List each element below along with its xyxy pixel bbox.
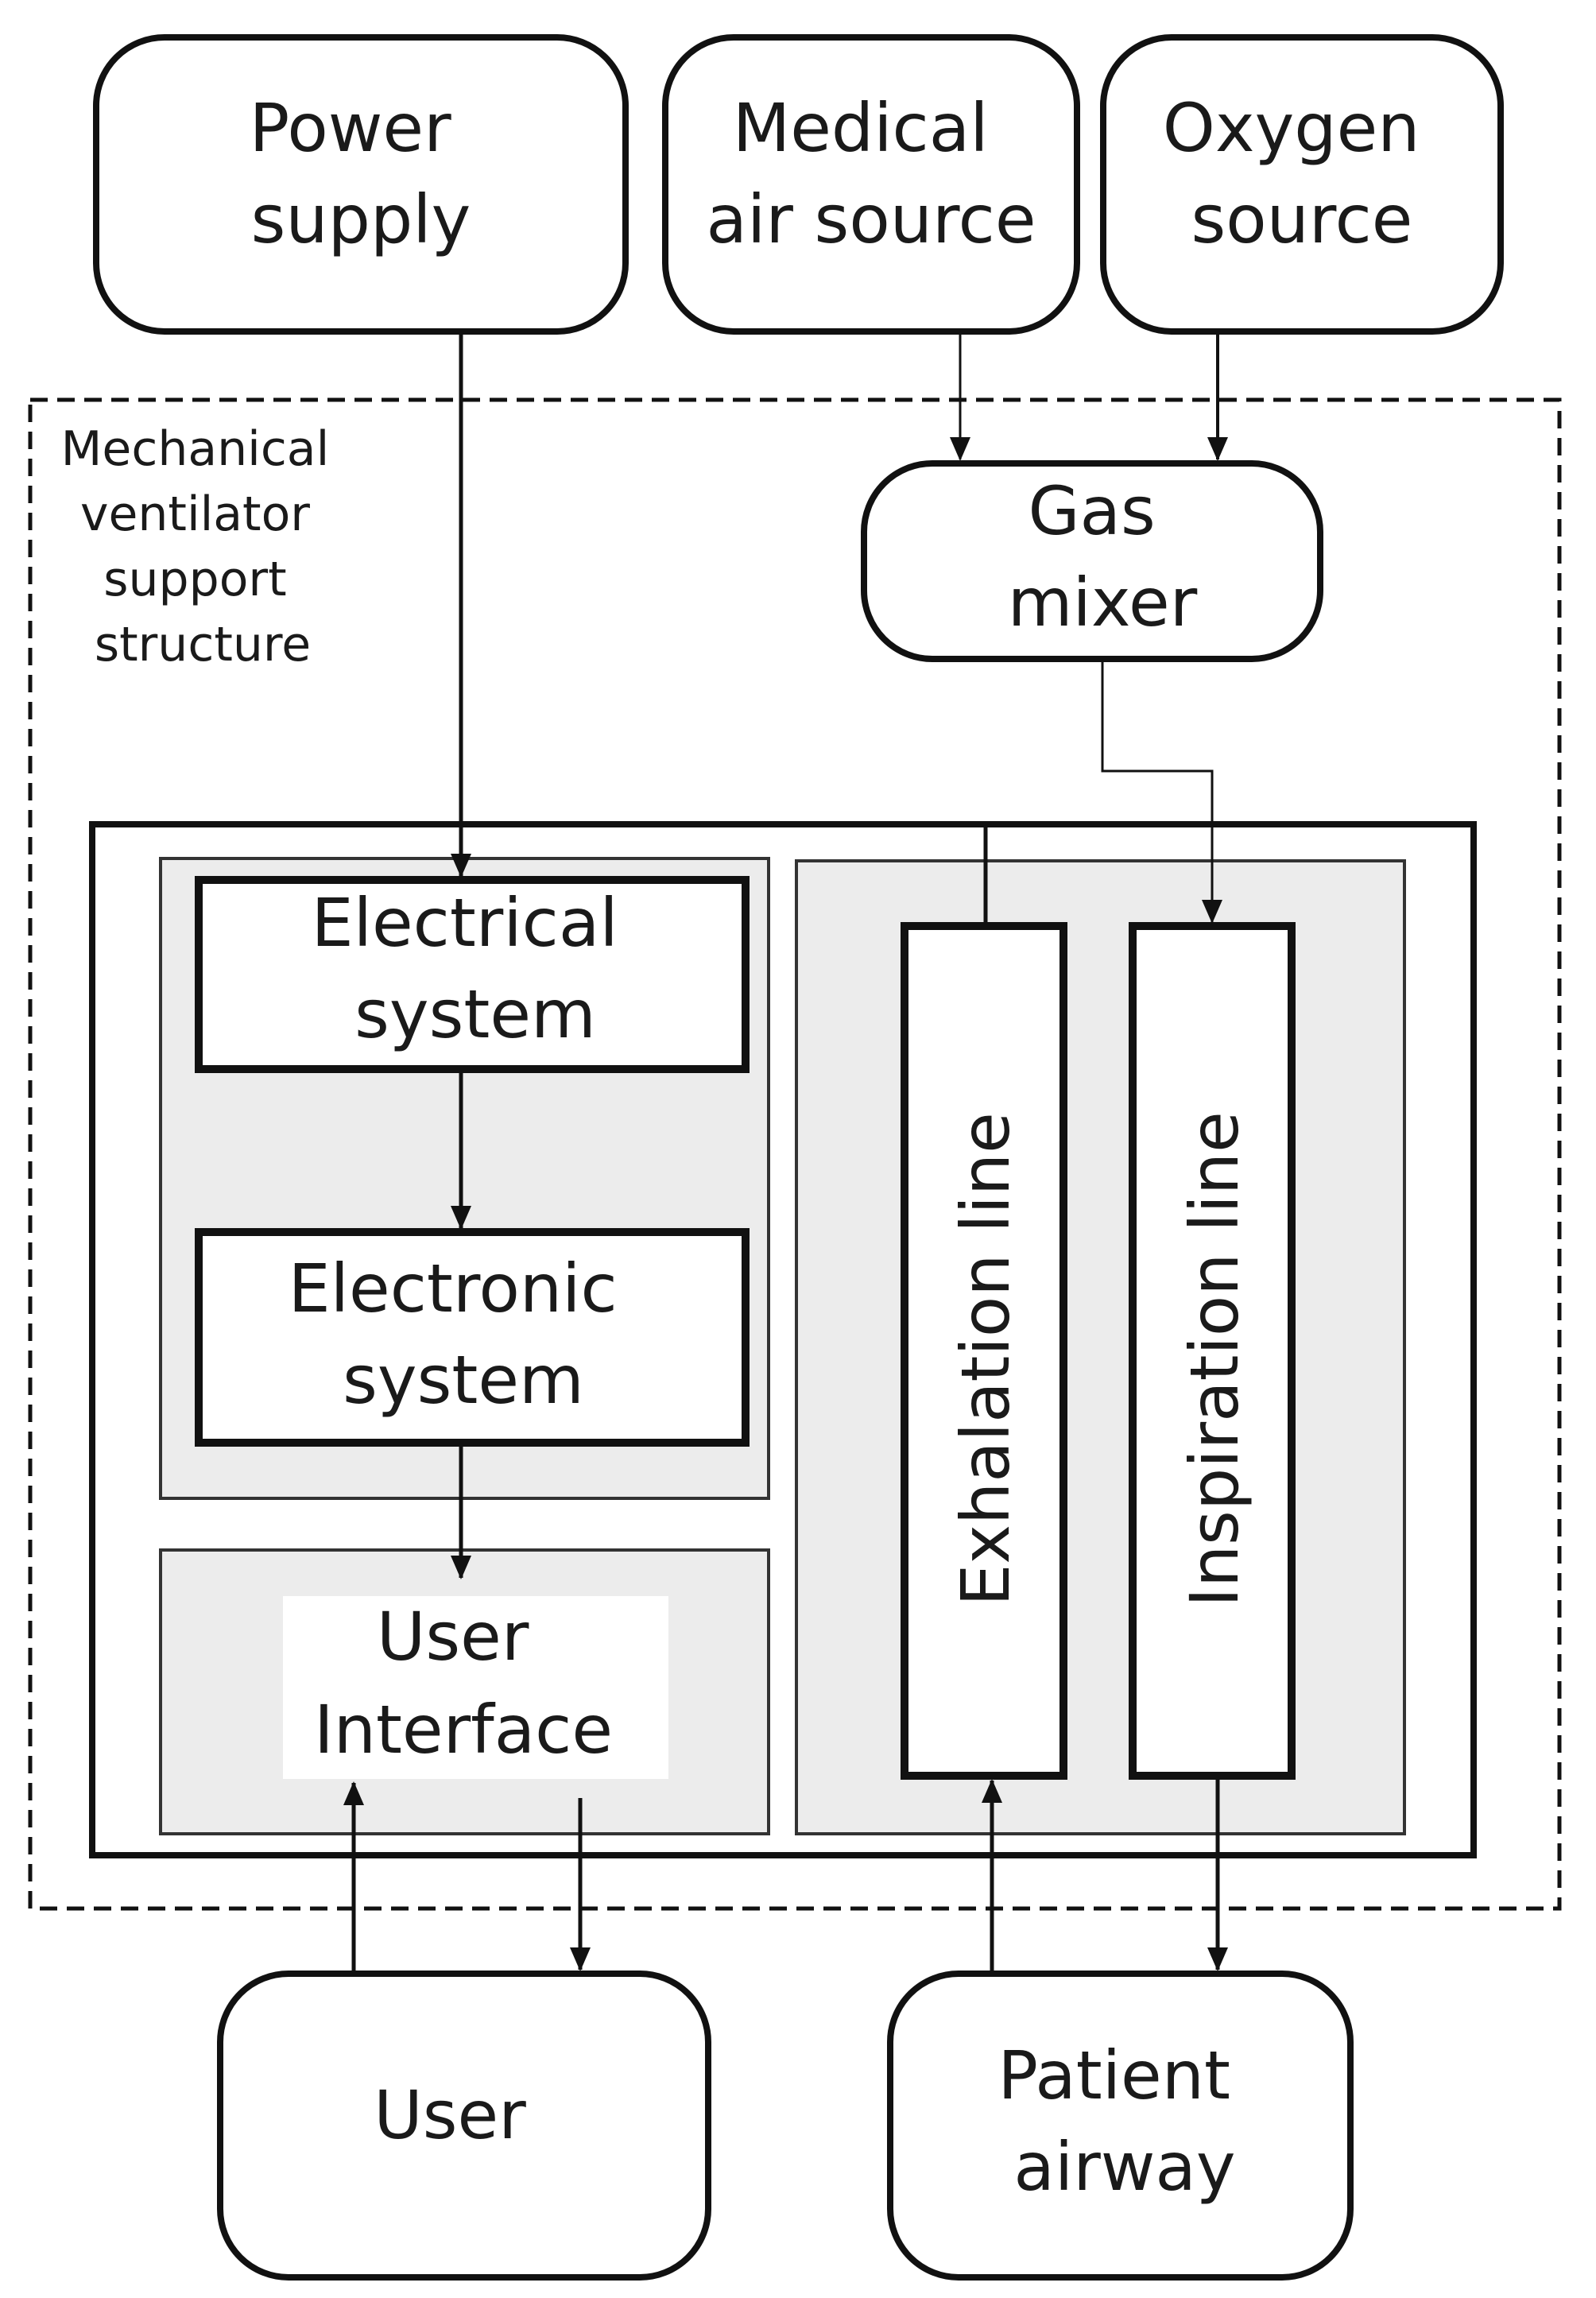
svg-text:User Interface: User Interface xyxy=(314,1598,613,1769)
svg-text:Inspiration line: Inspiration line xyxy=(1176,1111,1253,1607)
user-node: User xyxy=(217,1971,711,2281)
electrical-system-node: Electrical system xyxy=(195,876,750,1073)
gas-mixer-node: Gas mixer xyxy=(861,460,1323,662)
svg-text:Power supply: Power supply xyxy=(250,89,473,258)
svg-text:Oxygen source: Oxygen source xyxy=(1163,89,1441,258)
electronic-system-node: Electronic system xyxy=(195,1228,750,1447)
medical-air-source-node: Medical air source xyxy=(662,34,1080,335)
svg-text:Medical air source: Medical air source xyxy=(707,89,1036,258)
svg-text:Electronic system: Electronic system xyxy=(289,1250,639,1419)
oxygen-source-node: Oxygen source xyxy=(1100,34,1504,335)
svg-text:Exhalation line: Exhalation line xyxy=(947,1112,1025,1606)
patient-airway-node: Patient airway xyxy=(887,1971,1354,2281)
inspiration-line-node: Inspiration line xyxy=(1129,922,1296,1780)
svg-text:Electrical system: Electrical system xyxy=(312,884,640,1053)
support-structure-boundary xyxy=(28,397,1562,1911)
svg-text:Patient airway: Patient airway xyxy=(998,2036,1251,2206)
breathing-lines-panel xyxy=(795,859,1406,1835)
power-supply-node: Power supply xyxy=(93,34,629,335)
svg-text:Gas mixer: Gas mixer xyxy=(1008,472,1198,641)
support-structure-label: Mechanical ventilator support structure xyxy=(61,421,345,672)
user-interface-node: User Interface xyxy=(283,1596,668,1779)
mixer-to-inspiration-arrow xyxy=(1101,659,1222,924)
svg-text:User: User xyxy=(374,2076,526,2154)
exhalation-line-node: Exhalation line xyxy=(901,922,1067,1780)
